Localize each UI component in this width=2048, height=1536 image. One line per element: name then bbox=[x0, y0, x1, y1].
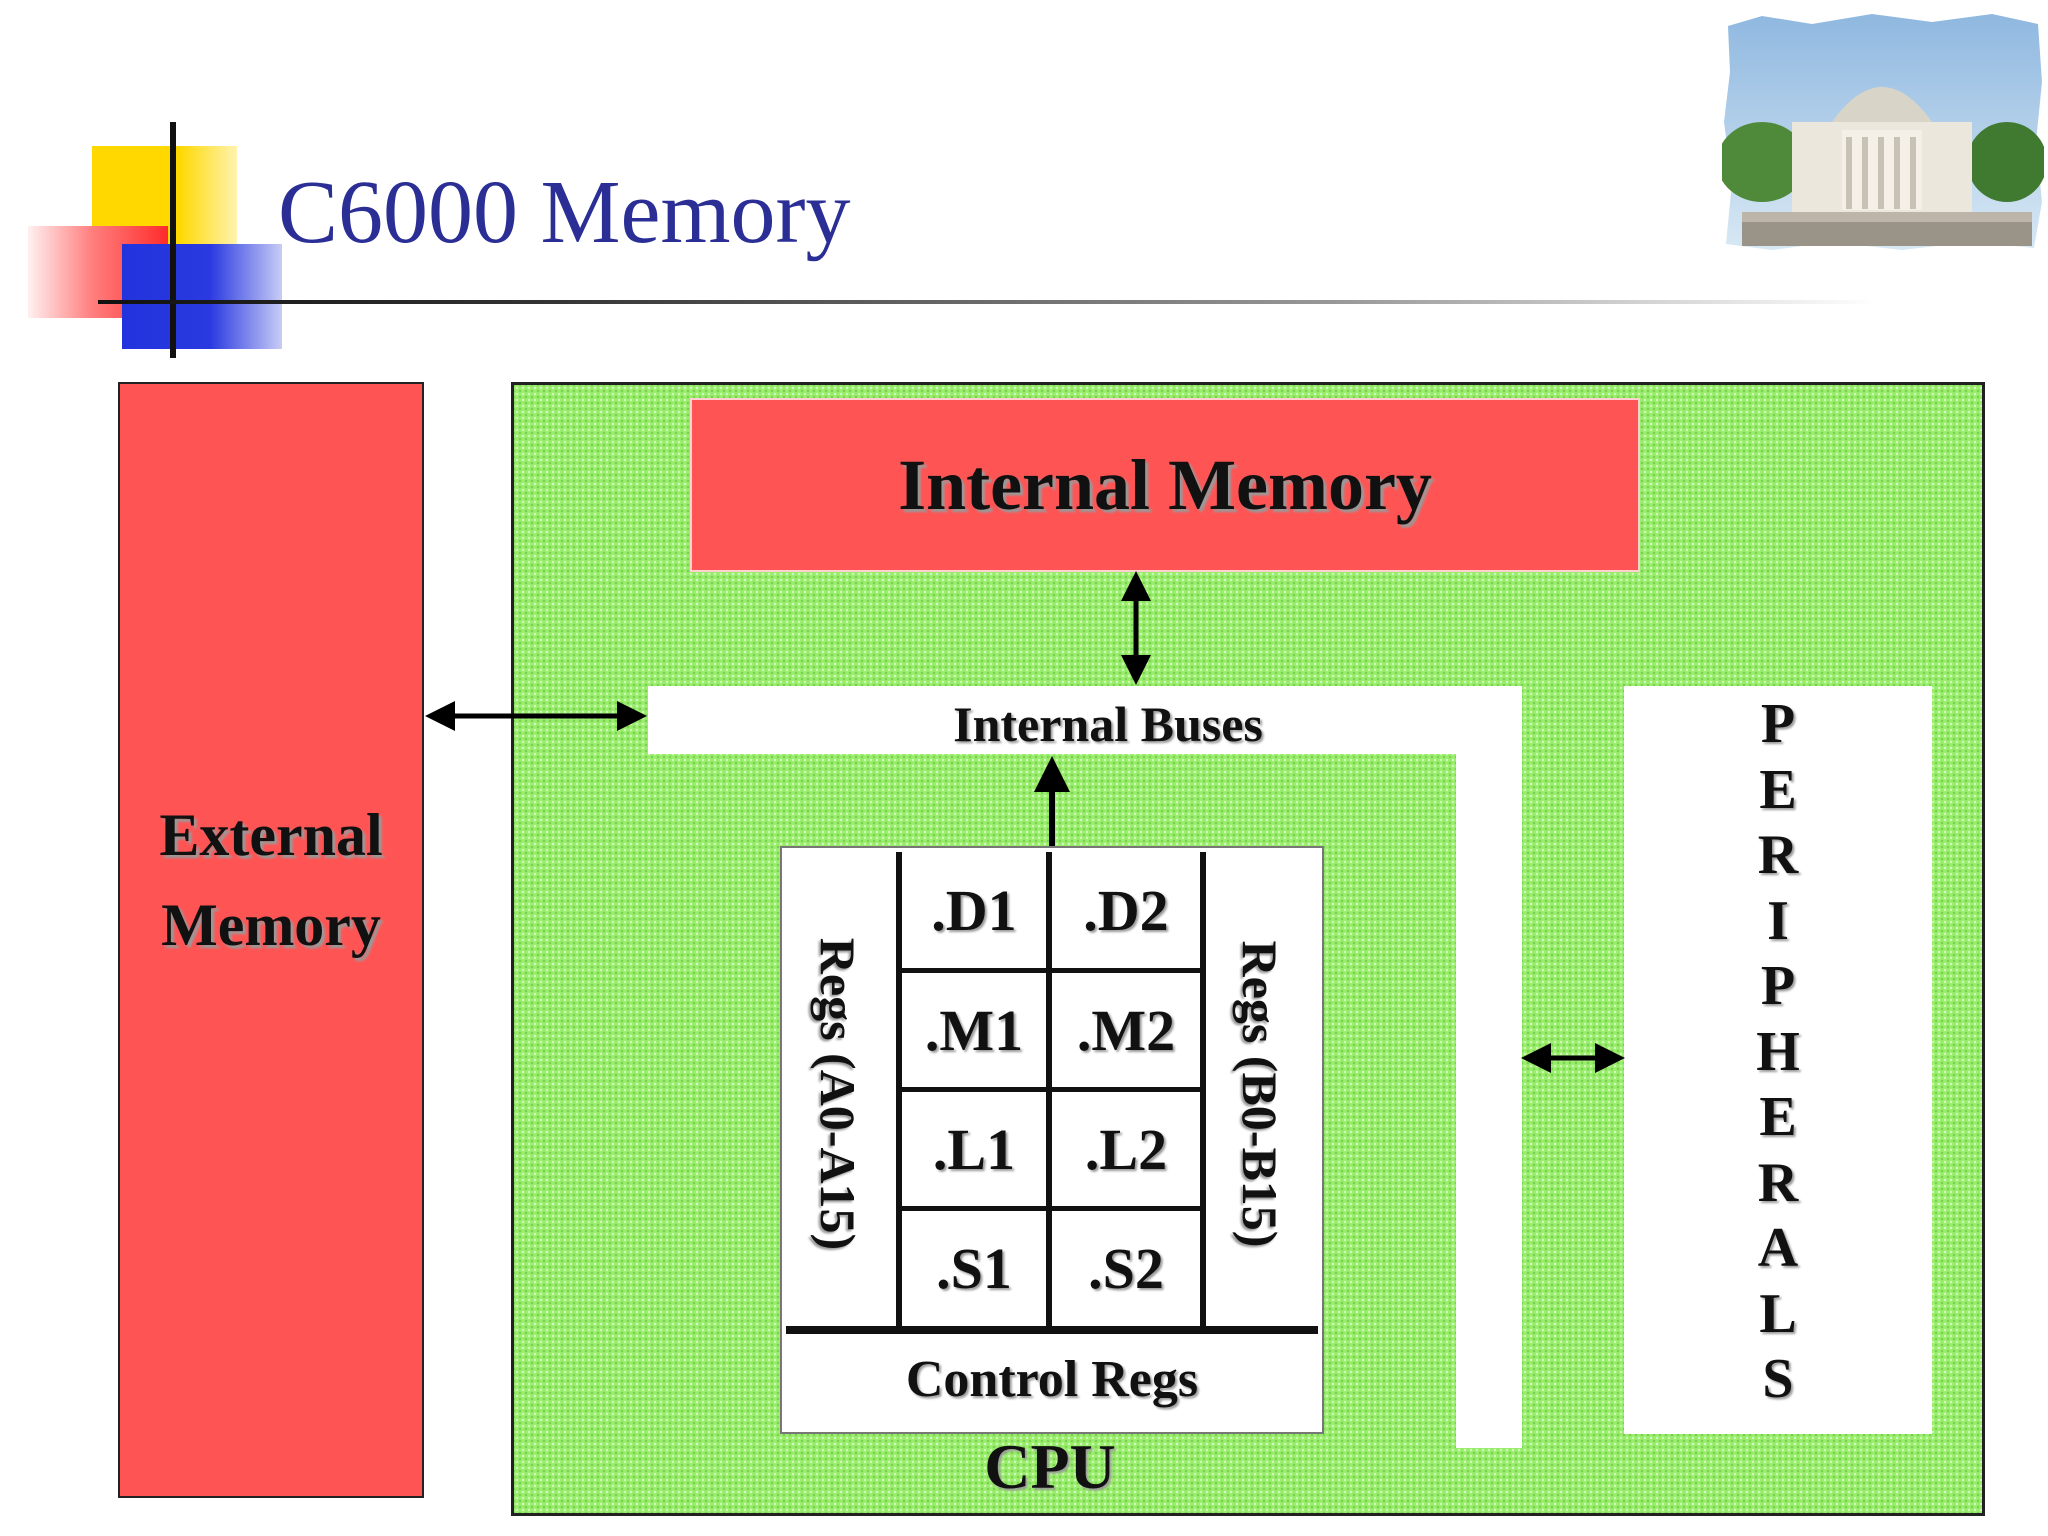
peripherals-letter: H bbox=[1756, 1020, 1800, 1083]
internal-bus-vertical bbox=[1456, 686, 1522, 1448]
unit-m1: .M1 bbox=[924, 997, 1024, 1063]
cpu-divider bbox=[896, 1087, 1206, 1092]
cpu-divider bbox=[896, 968, 1206, 973]
unit-m2: .M2 bbox=[1076, 997, 1176, 1063]
peripherals-letter: E bbox=[1759, 758, 1797, 821]
domed-building-photo bbox=[1722, 14, 2044, 250]
unit-d2: .D2 bbox=[1083, 877, 1169, 943]
external-memory-block: External Memory bbox=[118, 382, 424, 1498]
peripherals-letter: L bbox=[1759, 1282, 1797, 1345]
cpu-label: CPU bbox=[984, 1431, 1116, 1502]
external-memory-label-line-1: External bbox=[159, 802, 383, 868]
control-regs-label: Control Regs bbox=[905, 1351, 1199, 1408]
external-memory-label: External Memory bbox=[120, 790, 422, 970]
peripherals-letter: P bbox=[1760, 955, 1796, 1017]
peripherals-letter: R bbox=[1757, 1151, 1799, 1214]
unit-s2: .S2 bbox=[1088, 1236, 1164, 1301]
peripherals-letter: R bbox=[1757, 824, 1799, 886]
unit-l2: .L2 bbox=[1084, 1116, 1168, 1182]
regs-b-label: Regs (B0-B15) bbox=[1232, 940, 1288, 1248]
cpu-divider bbox=[786, 1326, 1318, 1334]
title-deco-vertical-line bbox=[170, 122, 176, 358]
slide-title: C6000 Memory bbox=[278, 163, 851, 262]
regs-a-label: Regs (A0-A15) bbox=[810, 937, 866, 1251]
title-underline bbox=[98, 300, 1878, 304]
unit-s1: .S1 bbox=[936, 1236, 1012, 1301]
internal-memory-block: Internal Memory bbox=[690, 398, 1640, 572]
title-deco-blue-square bbox=[122, 244, 282, 349]
unit-d1: .D1 bbox=[931, 877, 1017, 943]
peripherals-label: P E R I P H E R A L S bbox=[1624, 692, 1932, 1413]
internal-buses-label: Internal Buses bbox=[953, 696, 1263, 752]
peripherals-letter: E bbox=[1759, 1086, 1797, 1148]
internal-bus-horizontal bbox=[648, 686, 1522, 754]
peripherals-letter: A bbox=[1757, 1217, 1799, 1279]
peripherals-letter: I bbox=[1767, 889, 1789, 952]
peripherals-letter: S bbox=[1762, 1348, 1794, 1410]
cpu-block bbox=[780, 846, 1324, 1434]
peripherals-block bbox=[1624, 686, 1932, 1434]
cpu-divider bbox=[896, 1206, 1206, 1211]
unit-l1: .L1 bbox=[932, 1116, 1016, 1182]
external-memory-label-line-2: Memory bbox=[161, 892, 381, 958]
peripherals-letter: P bbox=[1760, 693, 1796, 755]
internal-memory-label: Internal Memory bbox=[898, 444, 1432, 525]
